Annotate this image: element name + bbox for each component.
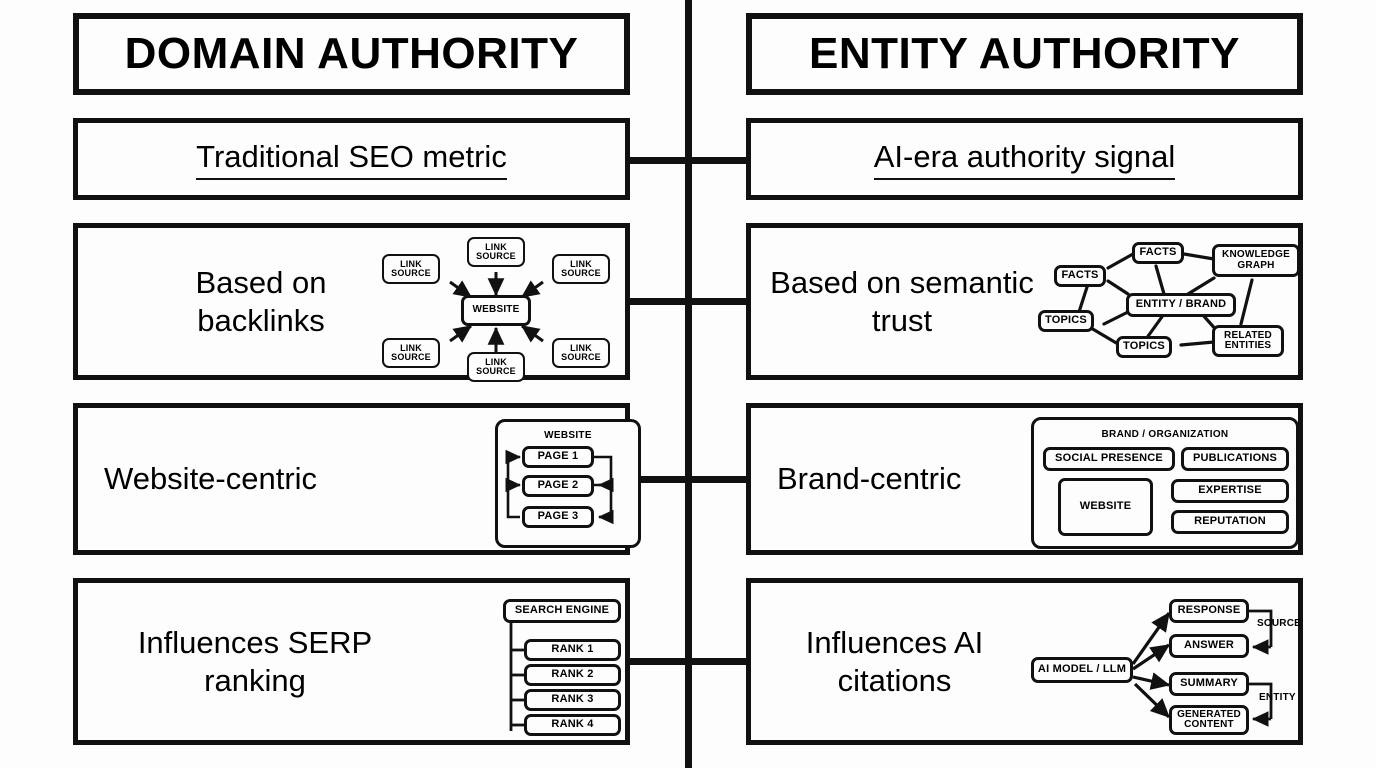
row-3-left-label: Website-centric bbox=[104, 461, 318, 497]
brand-container-title: BRAND / ORGANIZATION bbox=[1101, 429, 1229, 440]
row-1-right-label-wrap: AI-era authority signal bbox=[751, 139, 1298, 180]
brand-website-node: WEBSITE bbox=[1058, 478, 1153, 536]
ai-citation-arrows bbox=[1131, 609, 1273, 727]
row-1-right-label: AI-era authority signal bbox=[873, 139, 1176, 180]
row-connector-3 bbox=[630, 476, 746, 483]
source-loop-label: SOURCE bbox=[1257, 618, 1301, 629]
mini-diagram-ai-citations: AI MODEL / LLM RESPONSE ANSWER SUMMARY G… bbox=[1021, 589, 1306, 744]
row-2-right-panel: Based on semantic trust bbox=[746, 223, 1303, 380]
expertise-node: EXPERTISE bbox=[1171, 479, 1289, 503]
row-connector-4 bbox=[630, 658, 746, 665]
mini-diagram-brand-centric: BRAND / ORGANIZATION SOCIAL PRESENCE PUB… bbox=[1026, 415, 1301, 553]
page-title-right: ENTITY AUTHORITY bbox=[809, 29, 1240, 78]
entity-loop-label: ENTITY bbox=[1259, 692, 1296, 703]
answer-node: ANSWER bbox=[1169, 634, 1249, 658]
response-node: RESPONSE bbox=[1169, 599, 1249, 623]
knowledge-graph-edges bbox=[1077, 252, 1254, 347]
header-domain-authority: DOMAIN AUTHORITY bbox=[73, 13, 630, 95]
rank-node-3: RANK 3 bbox=[524, 689, 621, 711]
facts-node-2: FACTS bbox=[1132, 242, 1184, 264]
rank-node-2: RANK 2 bbox=[524, 664, 621, 686]
row-connector-2 bbox=[630, 298, 746, 305]
header-entity-authority: ENTITY AUTHORITY bbox=[746, 13, 1303, 95]
row-3-right-panel: Brand-centric BRAND / ORGANIZATION SOCIA… bbox=[746, 403, 1303, 555]
backlinks-arrows bbox=[449, 272, 544, 353]
row-4-left-label: Influences SERP ranking bbox=[137, 624, 373, 698]
row-2-right-label: Based on semantic trust bbox=[770, 264, 1034, 338]
reputation-node: REPUTATION bbox=[1171, 510, 1289, 534]
row-4-left-panel: Influences SERP ranking SEARCH ENGINE RA… bbox=[73, 578, 630, 745]
row-1-right-panel: AI-era authority signal bbox=[746, 118, 1303, 200]
row-3-left-panel: Website-centric WEBSITE bbox=[73, 403, 641, 555]
row-2-left-label: Based on backlinks bbox=[195, 264, 327, 338]
row-3-right-label: Brand-centric bbox=[777, 461, 962, 497]
row-1-left-label: Traditional SEO metric bbox=[196, 139, 507, 180]
row-4-right-label: Influences AI citations bbox=[805, 624, 984, 698]
row-1-left-label-wrap: Traditional SEO metric bbox=[78, 139, 625, 180]
row-connector-1 bbox=[630, 157, 746, 164]
row-4-right-panel: Influences AI citations bbox=[746, 578, 1303, 745]
serp-tree-lines bbox=[509, 623, 524, 731]
internal-link-arrows bbox=[505, 449, 614, 525]
rank-node-1: RANK 1 bbox=[524, 639, 621, 661]
entity-brand-node: ENTITY / BRAND bbox=[1126, 293, 1236, 317]
website-container-title: WEBSITE bbox=[544, 430, 592, 441]
page-node-3: PAGE 3 bbox=[522, 506, 594, 528]
center-divider-line bbox=[685, 0, 692, 768]
page-title-left: DOMAIN AUTHORITY bbox=[124, 29, 579, 78]
ai-model-node: AI MODEL / LLM bbox=[1031, 657, 1133, 683]
website-node: WEBSITE bbox=[461, 295, 531, 326]
facts-node-1: FACTS bbox=[1054, 265, 1106, 287]
page-node-1: PAGE 1 bbox=[522, 446, 594, 468]
mini-diagram-website-centric: WEBSITE PAGE 1 PAGE 2 PA bbox=[423, 417, 641, 551]
rank-node-4: RANK 4 bbox=[524, 714, 621, 736]
search-engine-node: SEARCH ENGINE bbox=[503, 599, 621, 623]
page-node-2: PAGE 2 bbox=[522, 475, 594, 497]
mini-diagram-serp-ranking: SEARCH ENGINE RANK 1 RANK 2 RANK 3 RANK … bbox=[423, 591, 623, 741]
summary-node: SUMMARY bbox=[1169, 672, 1249, 696]
topics-node-1: TOPICS bbox=[1038, 310, 1094, 332]
topics-node-2: TOPICS bbox=[1116, 336, 1172, 358]
social-presence-node: SOCIAL PRESENCE bbox=[1043, 447, 1175, 471]
publications-node: PUBLICATIONS bbox=[1181, 447, 1289, 471]
row-1-left-panel: Traditional SEO metric bbox=[73, 118, 630, 200]
